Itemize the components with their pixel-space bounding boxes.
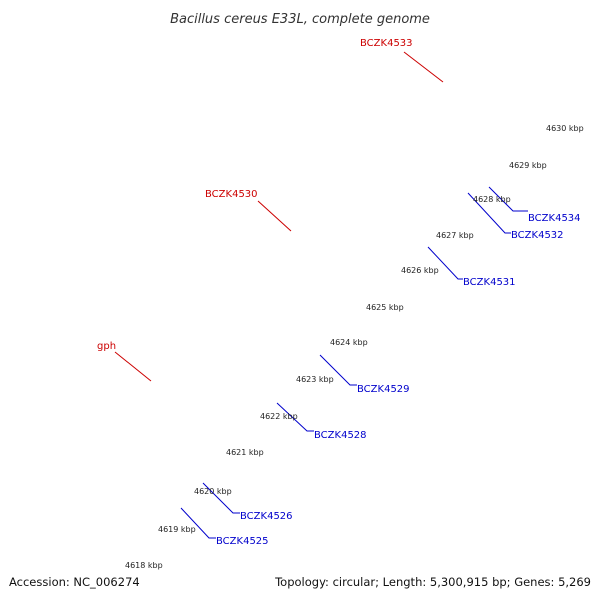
label-leader-line — [202, 482, 240, 514]
label-leaders — [114, 51, 528, 539]
gene-label[interactable]: BCZK4534 — [528, 213, 581, 224]
label-leader-line — [488, 186, 528, 212]
gene-label[interactable]: BCZK4533 — [360, 38, 413, 49]
label-leader-line — [427, 246, 463, 280]
gene-label[interactable]: BCZK4528 — [314, 430, 367, 441]
kbp-label: 4623 kbp — [296, 375, 334, 384]
kbp-label: 4625 kbp — [366, 303, 404, 312]
label-leader-line — [403, 51, 444, 83]
kbp-label: 4629 kbp — [509, 161, 547, 170]
label-leader-line — [114, 351, 152, 382]
kbp-label: 4620 kbp — [194, 487, 232, 496]
gene-label[interactable]: BCZK4531 — [463, 277, 516, 288]
gene-label[interactable]: BCZK4530 — [205, 189, 258, 200]
map-title: Bacillus cereus E33L, complete genome — [170, 12, 430, 27]
gene-label[interactable]: BCZK4525 — [216, 536, 269, 547]
gene-label[interactable]: BCZK4529 — [357, 384, 410, 395]
kbp-label: 4626 kbp — [401, 266, 439, 275]
kbp-label: 4622 kbp — [260, 412, 298, 421]
kbp-label: 4624 kbp — [330, 338, 368, 347]
label-leader-line — [257, 200, 292, 232]
gene-label[interactable]: gph — [97, 341, 116, 352]
kbp-label: 4630 kbp — [546, 124, 584, 133]
kbp-label: 4619 kbp — [158, 525, 196, 534]
topology-text: Topology: circular; Length: 5,300,915 bp… — [274, 575, 591, 589]
kbp-label: 4621 kbp — [226, 448, 264, 457]
label-leader-line — [276, 402, 314, 432]
kbp-label: 4627 kbp — [436, 231, 474, 240]
label-leader-line — [319, 354, 357, 386]
footer-backdrop — [0, 572, 600, 600]
label-leader-line — [180, 507, 216, 539]
gene-label[interactable]: BCZK4532 — [511, 230, 564, 241]
accession-text: Accession: NC_006274 — [9, 575, 140, 589]
gene-label[interactable]: BCZK4526 — [240, 511, 293, 522]
label-leader-line — [467, 192, 511, 234]
kbp-label: 4628 kbp — [473, 195, 511, 204]
kbp-label: 4618 kbp — [125, 561, 163, 570]
kbp-labels: 4618 kbp 4619 kbp 4620 kbp 4621 kbp 4622 kbp… — [125, 124, 584, 570]
